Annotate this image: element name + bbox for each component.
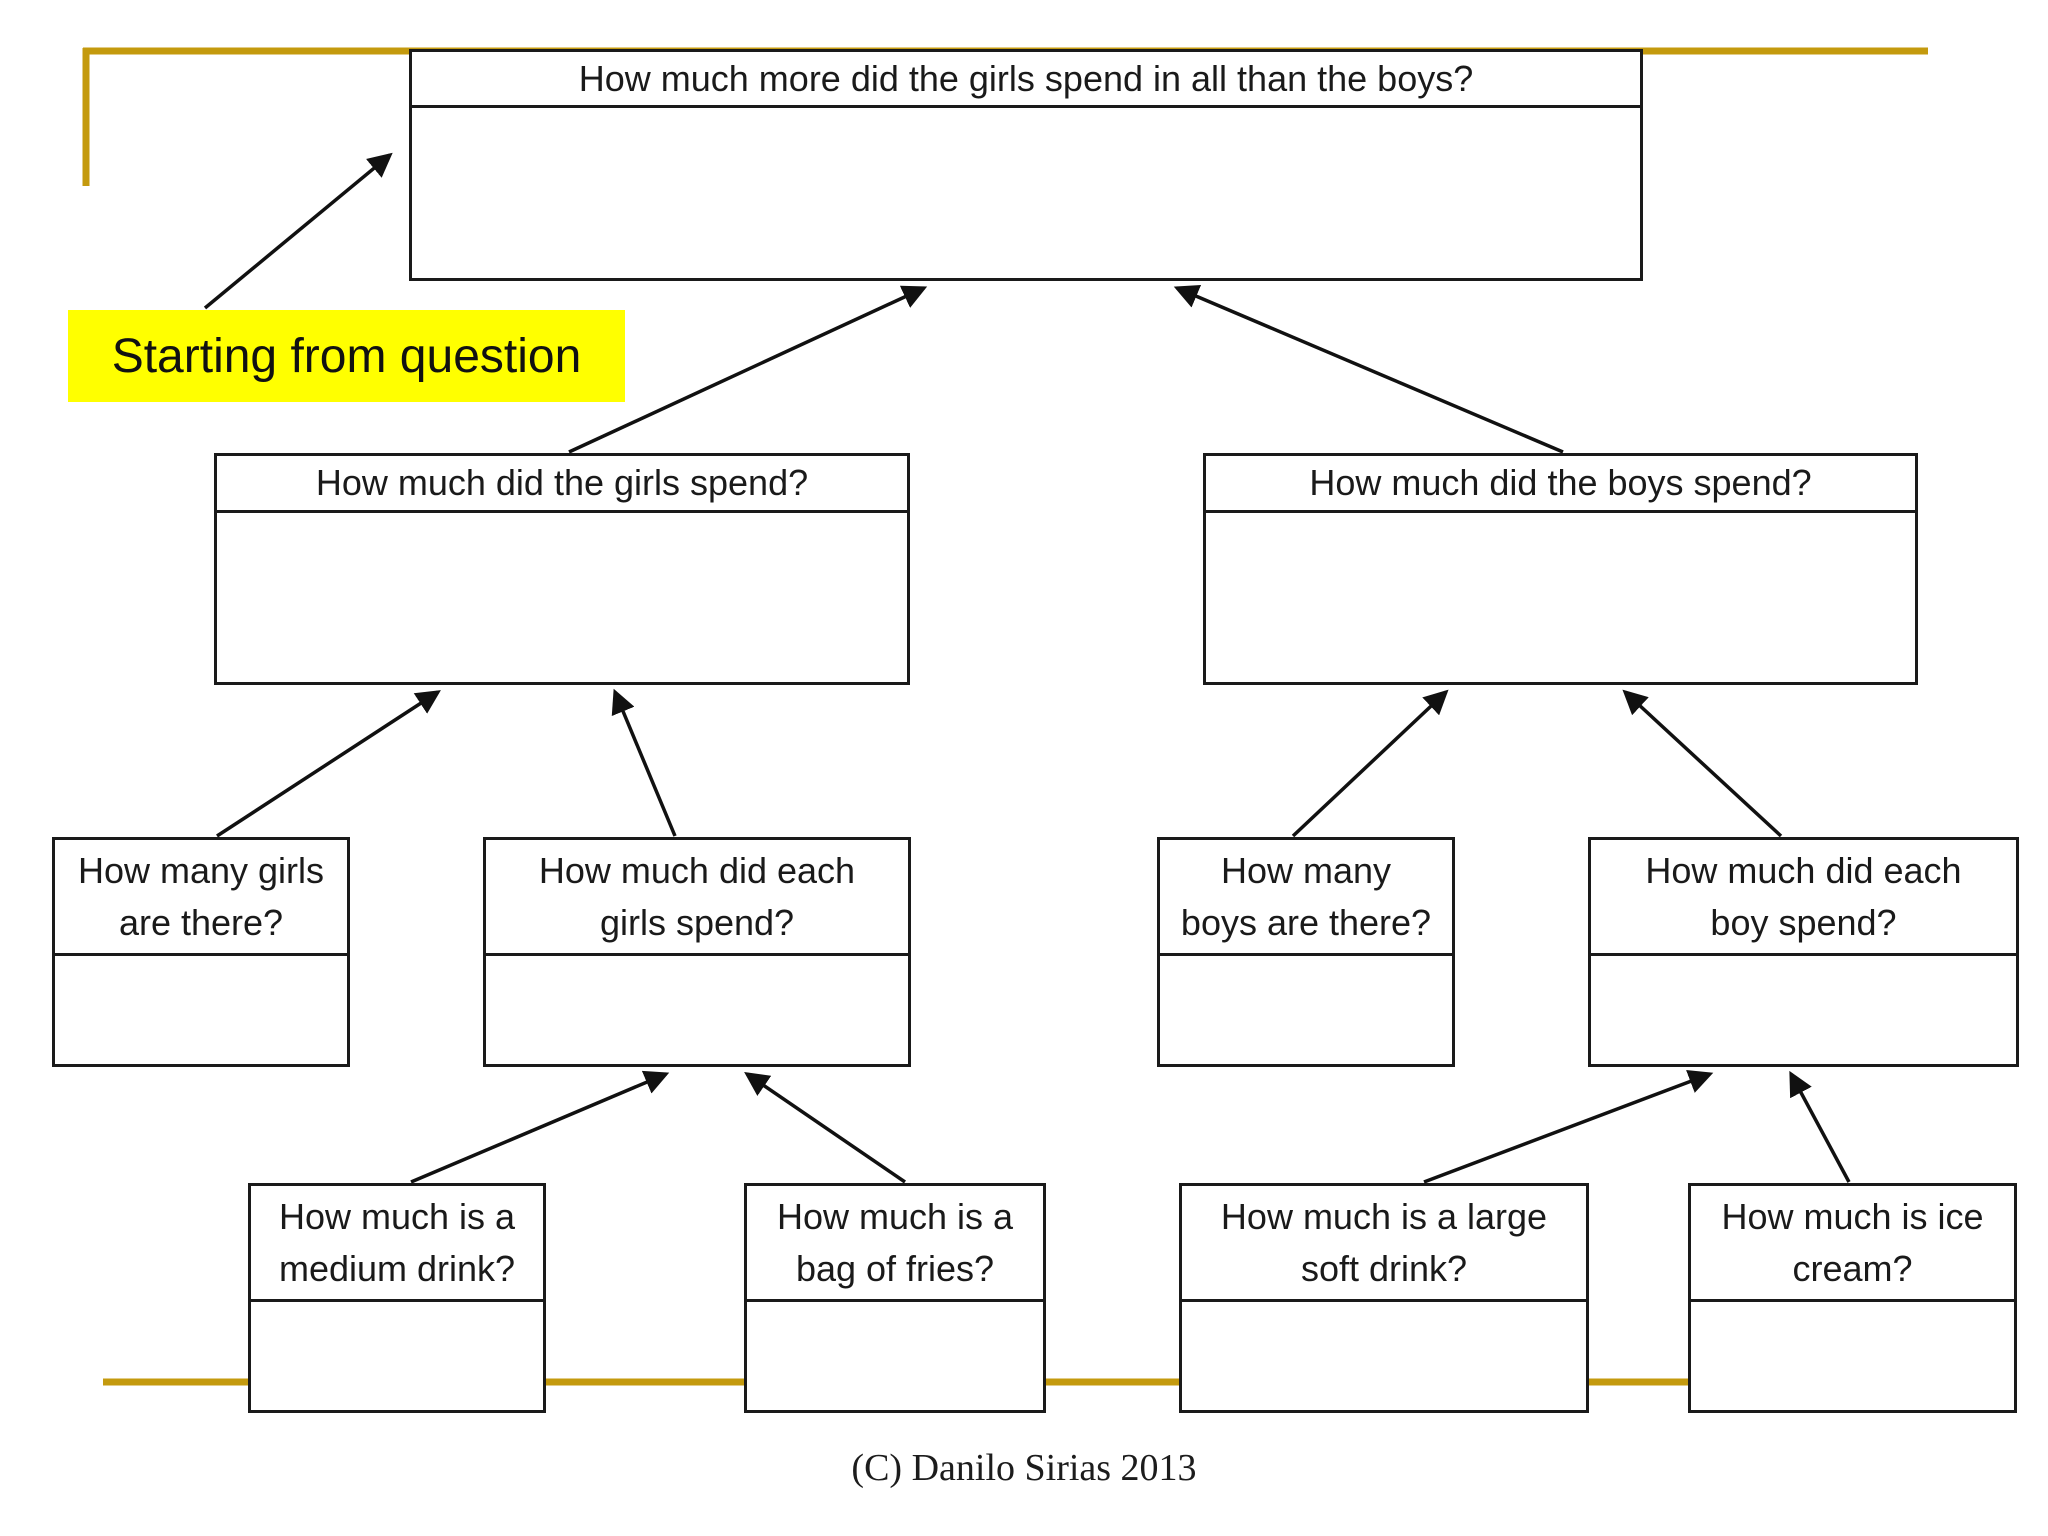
large-soft-drink-answer-area [1182,1302,1586,1410]
question-line: girls spend? [599,901,795,943]
question-line: cream? [1792,1247,1913,1289]
bag-of-fries-title: How much is a bag of fries? [747,1186,1043,1302]
boys-each-title: How much did each boy spend? [1591,840,2016,956]
callout-label: Starting from question [111,329,582,383]
medium-drink-title: How much is a medium drink? [251,1186,543,1302]
ice-cream-title: How much is ice cream? [1691,1186,2014,1302]
question-line: boys are there? [1180,901,1432,943]
box-boys-total: How much did the boys spend? [1203,453,1918,685]
girls-total-title: How much did the girls spend? [217,456,907,513]
question-line: medium drink? [278,1247,516,1289]
question-line: How much is a [776,1195,1014,1237]
boys-total-title: How much did the boys spend? [1206,456,1915,513]
box-medium-drink: How much is a medium drink? [248,1183,546,1413]
medium-drink-answer-area [251,1302,543,1410]
girls-count-title: How many girls are there? [55,840,347,956]
question-line: How much did each [1645,849,1962,891]
boys-count-title: How many boys are there? [1160,840,1452,956]
root-answer-area [412,108,1640,278]
root-question-title: How much more did the girls spend in all… [412,52,1640,108]
question-line: How much is a [278,1195,516,1237]
box-bag-of-fries: How much is a bag of fries? [744,1183,1046,1413]
question-line: How much did each [538,849,856,891]
box-root-question: How much more did the girls spend in all… [409,49,1643,281]
ice-cream-answer-area [1691,1302,2014,1410]
question-line: How many girls [77,849,325,891]
box-boys-each: How much did each boy spend? [1588,837,2019,1067]
box-ice-cream: How much is ice cream? [1688,1183,2017,1413]
box-girls-count: How many girls are there? [52,837,350,1067]
bag-of-fries-answer-area [747,1302,1043,1410]
girls-count-answer-area [55,956,347,1064]
boys-count-answer-area [1160,956,1452,1064]
girls-total-answer-area [217,513,907,682]
large-soft-drink-title: How much is a large soft drink? [1182,1186,1586,1302]
question-line: How much is a large [1220,1195,1548,1237]
box-girls-each: How much did each girls spend? [483,837,911,1067]
question-line: bag of fries? [795,1247,995,1289]
question-line: are there? [118,901,284,943]
copyright-text: (C) Danilo Sirias 2013 [851,1447,1197,1489]
question-line: boy spend? [1710,901,1897,943]
starting-from-question-callout: Starting from question [68,310,625,402]
boys-total-answer-area [1206,513,1915,682]
boys-each-answer-area [1591,956,2016,1064]
box-boys-count: How many boys are there? [1157,837,1455,1067]
question-line: How many [1220,849,1392,891]
question-line: soft drink? [1300,1247,1468,1289]
question-line: How much did the boys spend? [1309,462,1812,503]
question-line: How much more did the girls spend in all… [578,57,1474,99]
question-line: How much is ice [1721,1195,1984,1237]
box-girls-total: How much did the girls spend? [214,453,910,685]
girls-each-answer-area [486,956,908,1064]
girls-each-title: How much did each girls spend? [486,840,908,956]
question-line: How much did the girls spend? [315,462,809,503]
box-large-soft-drink: How much is a large soft drink? [1179,1183,1589,1413]
